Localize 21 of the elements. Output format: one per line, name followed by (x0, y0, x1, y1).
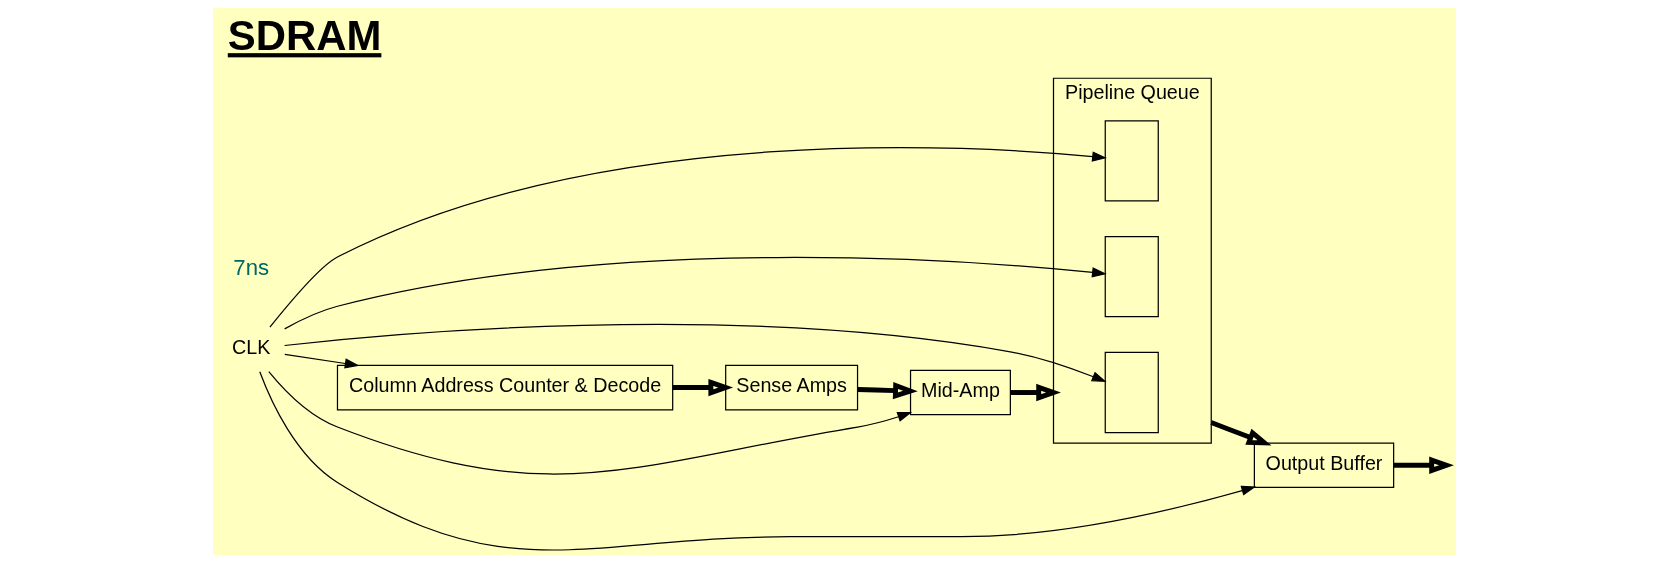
node-box: Sense Amps (724, 364, 858, 411)
arrow (1010, 383, 1061, 402)
arrow (268, 146, 1107, 328)
arrow (857, 381, 918, 400)
arrow (283, 323, 1107, 383)
node-box: Output Buffer (1253, 442, 1394, 489)
node-text: CLK (231, 336, 270, 359)
node-box: Mid-Amp (909, 369, 1011, 416)
node-box (1104, 351, 1159, 434)
arrow (1393, 456, 1454, 474)
arrow (1209, 420, 1271, 446)
node-box (1104, 236, 1159, 318)
label: 7ns (232, 254, 269, 280)
arrow (267, 371, 912, 475)
node-box: Column Address Counter & Decode (336, 364, 673, 411)
diagram-title: SDRAM (227, 12, 381, 60)
arrow (672, 378, 733, 397)
cluster: Pipeline Queue (1052, 77, 1212, 444)
node-box (1104, 120, 1159, 202)
arrow (283, 353, 360, 369)
arrow (283, 256, 1107, 330)
